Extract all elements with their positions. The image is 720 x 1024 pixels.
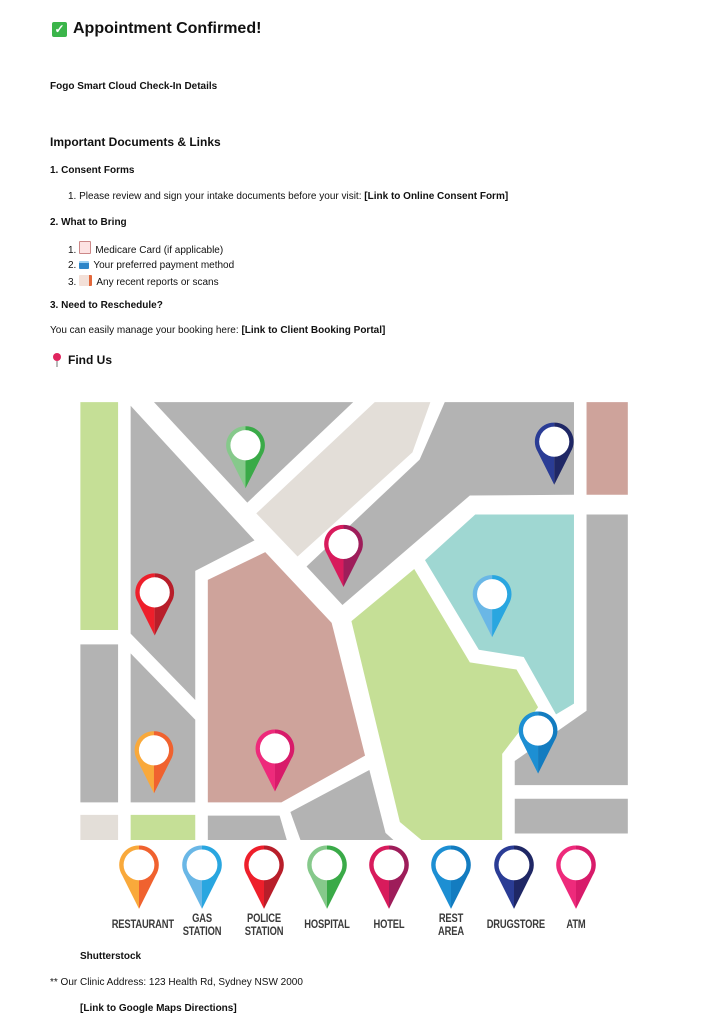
legend-label: ATM: [566, 917, 586, 931]
drugstore-pin-icon: [494, 845, 534, 909]
legend-label: DRUGSTORE: [486, 917, 545, 931]
item-number: 1.: [68, 245, 77, 256]
list-item: 1. Medicare Card (if applicable): [68, 241, 223, 256]
reschedule-description: You can easily manage your booking here:: [50, 325, 242, 336]
atm-pin-icon: [556, 845, 596, 909]
map-pins: [134, 422, 574, 794]
reschedule-text: You can easily manage your booking here:…: [50, 325, 385, 336]
clipboard-icon: [79, 241, 92, 254]
legend-item-atm: ATM: [541, 842, 611, 931]
check-mark-icon: ✓: [52, 21, 67, 37]
subtitle: Fogo Smart Cloud Check-In Details: [50, 81, 218, 92]
legend-item-drugstore: DRUGSTORE: [479, 842, 549, 931]
legend-label: HOSPITAL: [304, 917, 350, 931]
item-text: Your preferred payment method: [93, 260, 235, 271]
map-pin-drugstore-icon[interactable]: [534, 422, 574, 485]
title-text: Appointment Confirmed!: [73, 20, 262, 37]
restaurant-pin-icon: [119, 845, 159, 909]
map-pin-restaurant-icon[interactable]: [134, 731, 174, 794]
find-us-text: Find Us: [68, 353, 112, 367]
find-us-heading: Find Us: [52, 353, 112, 367]
consent-text: Please review and sign your intake docum…: [79, 191, 365, 202]
hotel-pin-icon: [369, 845, 409, 909]
hospital-pin-icon: [307, 845, 347, 909]
map-pin-gas-station-icon[interactable]: [472, 575, 512, 638]
legend-item-hospital: HOSPITAL: [292, 842, 362, 931]
legend-item-gas-station: GAS STATION: [167, 842, 237, 938]
legend-label: GAS STATION: [182, 911, 222, 938]
image-credit: Shutterstock: [80, 951, 142, 962]
legend-item-hotel: HOTEL: [354, 842, 424, 931]
what-to-bring-heading: 2. What to Bring: [50, 217, 127, 228]
item-number: 3.: [68, 277, 77, 288]
page-title: ✓ Appointment Confirmed!: [52, 20, 261, 38]
list-item: 3. Any recent reports or scans: [68, 275, 219, 288]
map-pin-atm-icon[interactable]: [255, 729, 295, 792]
legend-label: HOTEL: [373, 917, 405, 931]
item-number: 2.: [68, 260, 77, 271]
map-pin-hotel-icon[interactable]: [324, 524, 363, 587]
documents-heading: Important Documents & Links: [50, 135, 221, 149]
consent-item: 1. Please review and sign your intake do…: [68, 191, 508, 202]
google-maps-directions-link[interactable]: [Link to Google Maps Directions]: [80, 1003, 237, 1014]
round-pushpin-icon: [53, 353, 61, 367]
gas-station-pin-icon: [182, 845, 222, 909]
reschedule-heading: 3. Need to Reschedule?: [50, 300, 163, 311]
item-text: Medicare Card (if applicable): [95, 245, 224, 256]
credit-card-icon: [79, 261, 90, 269]
map-pin-hospital-icon[interactable]: [226, 426, 265, 489]
area-map[interactable]: [75, 395, 635, 840]
police-station-pin-icon: [244, 845, 284, 909]
clinic-address: ** Our Clinic Address: 123 Health Rd, Sy…: [50, 977, 303, 988]
legend-item-rest-area: REST AREA: [416, 842, 486, 938]
rest-area-pin-icon: [431, 845, 471, 909]
booking-portal-link[interactable]: [Link to Client Booking Portal]: [241, 325, 386, 336]
consent-form-link[interactable]: [Link to Online Consent Form]: [364, 191, 509, 202]
consent-forms-heading: 1. Consent Forms: [50, 165, 135, 176]
legend-label: RESTAURANT: [111, 917, 174, 931]
item-text: Any recent reports or scans: [96, 277, 219, 288]
map-pin-police-station-icon[interactable]: [135, 573, 175, 636]
legend-label: REST AREA: [438, 911, 464, 938]
legend-item-restaurant: RESTAURANT: [104, 842, 174, 931]
memo-icon: [79, 275, 93, 286]
legend-item-police-station: POLICE STATION: [229, 842, 299, 938]
item-number: 1.: [68, 191, 77, 202]
map-pin-rest-area-icon[interactable]: [518, 711, 558, 774]
list-item: 2. Your preferred payment method: [68, 258, 234, 271]
legend-label: POLICE STATION: [244, 911, 284, 938]
